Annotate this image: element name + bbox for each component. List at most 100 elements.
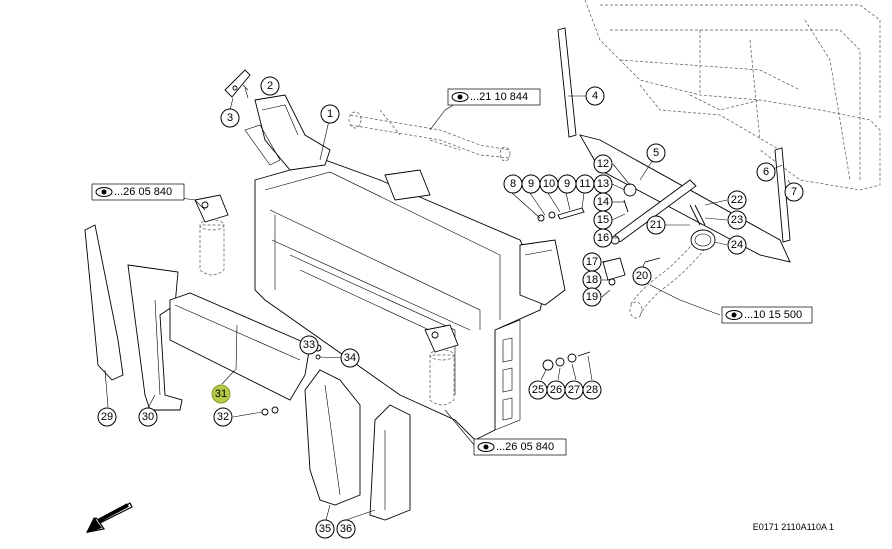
callout-15[interactable]: 15 [593, 210, 613, 230]
reference-10-15-500[interactable]: ...10 15 500 [721, 306, 813, 324]
reference-21-10-844[interactable]: ...21 10 844 [447, 88, 541, 106]
reference-labels: ...21 10 844 ...26 05 840 ...10 15 500 [91, 88, 813, 456]
eye-icon [95, 187, 113, 197]
callout-2[interactable]: 2 [260, 76, 280, 96]
svg-text:24: 24 [731, 239, 743, 251]
clamp-part-24 [690, 229, 716, 251]
svg-text:4: 4 [592, 90, 598, 102]
arrow-down-left-icon [86, 502, 133, 533]
callout-16[interactable]: 16 [593, 228, 613, 248]
reference-26-05-840-bottom[interactable]: ...26 05 840 [473, 438, 567, 456]
main-frame [244, 94, 566, 441]
svg-text:...21 10 844: ...21 10 844 [470, 91, 528, 103]
callout-9b[interactable]: 9 [557, 174, 577, 194]
svg-text:22: 22 [731, 194, 743, 206]
shield-part-29 [84, 224, 124, 381]
svg-text:28: 28 [586, 384, 598, 396]
svg-text:14: 14 [597, 196, 609, 208]
svg-text:6: 6 [763, 166, 769, 178]
callout-11[interactable]: 11 [575, 174, 595, 194]
callout-30[interactable]: 30 [138, 407, 158, 427]
svg-text:15: 15 [597, 214, 609, 226]
svg-text:8: 8 [510, 178, 516, 190]
callout-14[interactable]: 14 [593, 192, 613, 212]
svg-text:1: 1 [327, 108, 333, 120]
eye-icon [725, 310, 743, 320]
machine-ghost-outline [584, 0, 881, 191]
svg-text:16: 16 [597, 232, 609, 244]
svg-text:29: 29 [101, 411, 113, 423]
svg-text:12: 12 [597, 158, 609, 170]
svg-text:23: 23 [731, 214, 743, 226]
callout-9a[interactable]: 9 [521, 174, 541, 194]
svg-text:20: 20 [636, 270, 648, 282]
svg-text:26: 26 [550, 384, 562, 396]
strip-part-6 [774, 147, 791, 243]
callout-4[interactable]: 4 [585, 86, 605, 106]
svg-text:21: 21 [650, 219, 662, 231]
svg-text:...26 05 840: ...26 05 840 [496, 441, 554, 453]
callout-32[interactable]: 32 [213, 407, 233, 427]
callout-19[interactable]: 19 [582, 287, 602, 307]
callout-17[interactable]: 17 [582, 252, 602, 272]
svg-text:10: 10 [543, 178, 555, 190]
svg-text:5: 5 [653, 147, 659, 159]
callout-21[interactable]: 21 [646, 215, 666, 235]
callout-18[interactable]: 18 [582, 270, 602, 290]
callout-5[interactable]: 5 [646, 143, 666, 163]
callout-25[interactable]: 25 [528, 380, 548, 400]
callout-24[interactable]: 24 [727, 235, 747, 255]
svg-text:34: 34 [344, 352, 356, 364]
callout-12[interactable]: 12 [593, 154, 613, 174]
callout-20[interactable]: 20 [632, 266, 652, 286]
eye-icon [477, 442, 495, 452]
filter-right [424, 324, 459, 406]
callout-27[interactable]: 27 [564, 380, 584, 400]
callout-7[interactable]: 7 [784, 182, 804, 202]
svg-text:33: 33 [303, 339, 315, 351]
svg-text:27: 27 [568, 384, 580, 396]
callout-8[interactable]: 8 [503, 174, 523, 194]
sensor-part-17-18 [602, 257, 626, 286]
callout-26[interactable]: 26 [546, 380, 566, 400]
svg-text:25: 25 [532, 384, 544, 396]
svg-text:7: 7 [791, 186, 797, 198]
callout-22[interactable]: 22 [727, 190, 747, 210]
callout-13[interactable]: 13 [593, 174, 613, 194]
callouts: 1 2 3 4 5 6 7 8 9 10 9 11 12 13 14 15 16… [97, 76, 804, 539]
part-2-3-bracket [224, 69, 251, 99]
callout-36[interactable]: 36 [336, 519, 356, 539]
svg-text:...10 15 500: ...10 15 500 [744, 309, 802, 321]
svg-text:19: 19 [586, 291, 598, 303]
reference-26-05-840-top[interactable]: ...26 05 840 [91, 183, 185, 201]
svg-text:2: 2 [267, 80, 273, 92]
callout-3[interactable]: 3 [220, 108, 240, 128]
callout-33[interactable]: 33 [299, 335, 319, 355]
svg-text:36: 36 [340, 523, 352, 535]
callout-34[interactable]: 34 [340, 348, 360, 368]
shield-part-35 [304, 369, 361, 506]
svg-text:35: 35 [319, 523, 331, 535]
callout-28[interactable]: 28 [582, 380, 602, 400]
callout-31[interactable]: 31 [211, 384, 231, 404]
svg-text:9: 9 [564, 178, 570, 190]
svg-text:3: 3 [227, 112, 233, 124]
callout-23[interactable]: 23 [727, 210, 747, 230]
callout-10[interactable]: 10 [539, 174, 559, 194]
callout-29[interactable]: 29 [97, 407, 117, 427]
svg-text:32: 32 [217, 411, 229, 423]
svg-text:...26 05 840: ...26 05 840 [114, 186, 172, 198]
drawing-code: E0171 2110A110A 1 [753, 522, 834, 532]
eye-icon [451, 92, 469, 102]
hydraulic-cylinder [348, 109, 511, 162]
svg-text:9: 9 [528, 178, 534, 190]
svg-text:17: 17 [586, 256, 598, 268]
panel-part-30 [127, 264, 183, 411]
hose [629, 234, 709, 319]
callout-1[interactable]: 1 [320, 104, 340, 124]
callout-6[interactable]: 6 [756, 162, 776, 182]
svg-text:30: 30 [142, 411, 154, 423]
callout-35[interactable]: 35 [315, 519, 335, 539]
strip-part-4 [557, 27, 577, 138]
